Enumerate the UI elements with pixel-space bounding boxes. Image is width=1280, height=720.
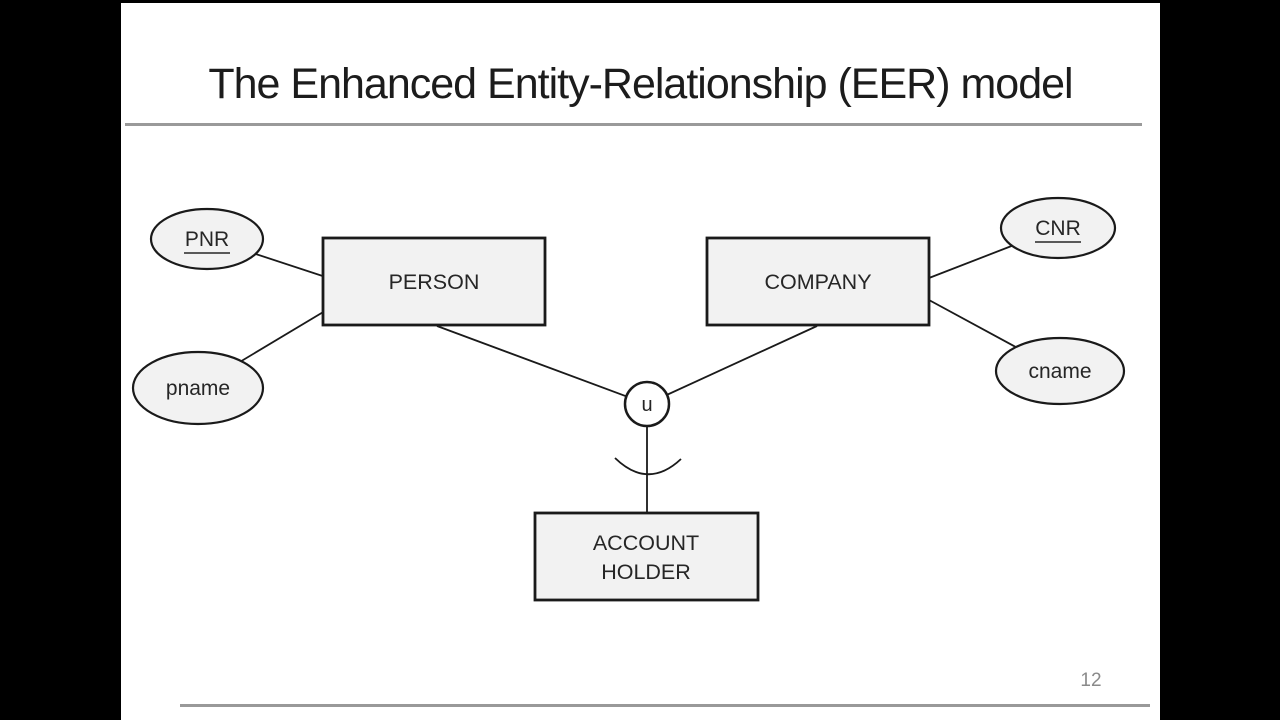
union-symbol: u xyxy=(623,380,671,428)
union-circle xyxy=(623,380,671,428)
slide-title: The Enhanced Entity-Relationship (EER) m… xyxy=(208,60,1073,108)
attribute-cname-label: cname xyxy=(1028,360,1091,383)
entity-account-holder-label-line2: HOLDER xyxy=(601,560,691,584)
attribute-cnr: CNR xyxy=(999,196,1117,260)
connector-person-union xyxy=(436,325,648,405)
attribute-pnr: PNR xyxy=(149,207,265,271)
page-number: 12 xyxy=(1080,670,1102,691)
entity-account-holder-label-line1: ACCOUNT xyxy=(593,531,699,555)
subset-arc xyxy=(614,457,682,476)
entity-person: PERSON xyxy=(321,236,547,327)
entity-person-label: PERSON xyxy=(389,270,480,294)
footer-line xyxy=(180,704,1150,707)
title-underline xyxy=(125,123,1142,126)
attribute-cnr-label: CNR xyxy=(1035,217,1081,240)
union-label: u xyxy=(641,394,652,416)
attribute-pname: pname xyxy=(131,350,265,426)
entity-company: COMPANY xyxy=(705,236,931,327)
connector-company-union xyxy=(646,325,818,405)
entity-company-label: COMPANY xyxy=(764,270,871,294)
attribute-cname: cname xyxy=(994,336,1126,406)
entity-company-rect xyxy=(705,236,931,327)
attribute-pname-ellipse xyxy=(131,350,265,426)
entity-person-rect xyxy=(321,236,547,327)
attribute-pname-label: pname xyxy=(166,377,230,400)
attribute-cname-ellipse xyxy=(994,336,1126,406)
letterbox-right xyxy=(1160,0,1280,720)
entity-account-holder-rect xyxy=(533,511,760,602)
entity-account-holder: ACCOUNT HOLDER xyxy=(533,511,760,602)
letterbox-left xyxy=(0,0,121,720)
attribute-cnr-ellipse xyxy=(999,196,1117,260)
attribute-pnr-ellipse xyxy=(149,207,265,271)
attribute-pnr-label: PNR xyxy=(185,228,229,251)
